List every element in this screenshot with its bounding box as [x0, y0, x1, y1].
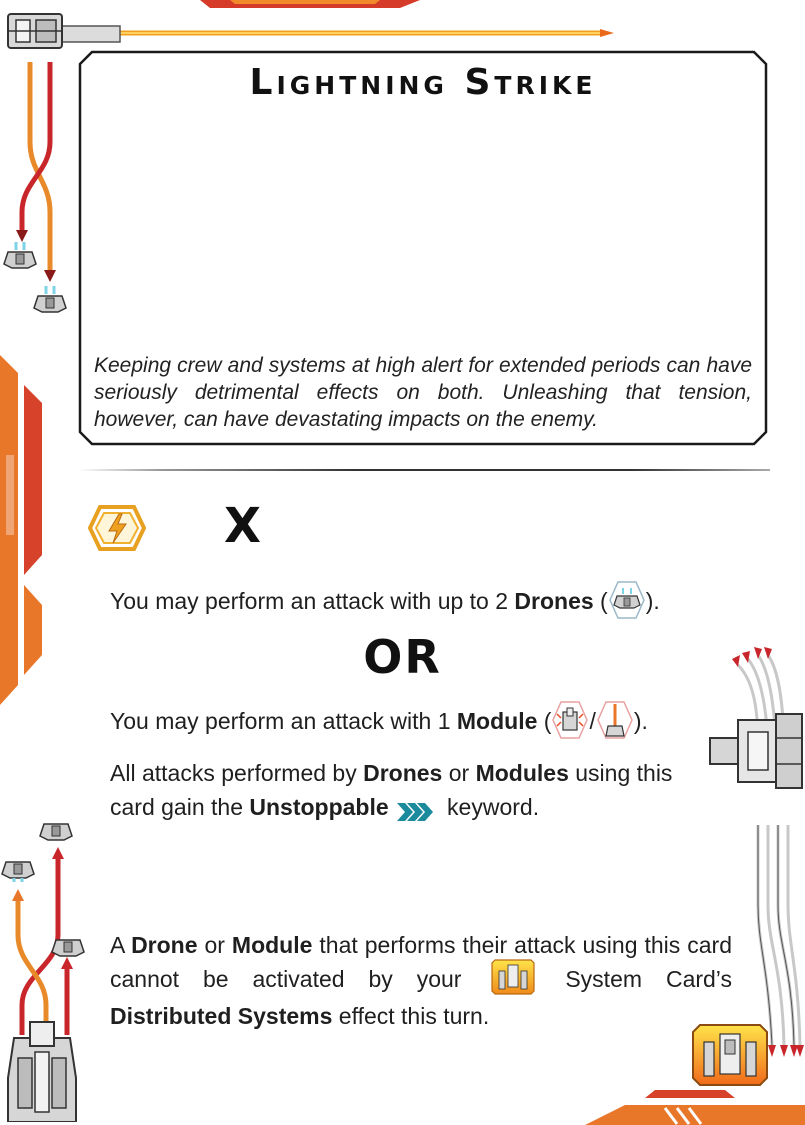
right-arrow-bundle	[728, 645, 805, 1065]
drone-icon	[38, 812, 74, 844]
rule-unstoppable: All attacks performed by Drones or Modul…	[110, 760, 673, 821]
mothership-icon	[4, 1018, 80, 1122]
system-card-badge-icon	[692, 1024, 768, 1086]
drone-icon	[32, 284, 68, 316]
unstoppable-chevron-icon	[395, 798, 435, 821]
left-crossing-arrows-bottom	[6, 845, 76, 1035]
card-title: Lightning Strike	[249, 62, 597, 103]
top-left-ship-icon	[4, 8, 66, 54]
drone-icon	[2, 240, 38, 272]
top-decor-bar	[0, 0, 805, 60]
system-card-icon	[491, 959, 536, 995]
rule-module: You may perform an attack with 1 Module …	[110, 700, 732, 743]
cost-value: X	[224, 498, 262, 554]
section-divider	[78, 469, 770, 471]
or-divider-text: OR	[363, 630, 442, 684]
drone-icon	[0, 850, 36, 882]
lightning-hex-icon	[87, 505, 147, 551]
flavor-panel: Lightning Strike Keeping crew and system…	[78, 50, 768, 446]
drone-icon	[50, 928, 86, 960]
left-crossing-arrows-top	[10, 62, 70, 282]
drone-hex-icon	[608, 580, 646, 620]
bottom-right-stripes	[585, 1080, 805, 1125]
laser-module-hex-icon	[596, 700, 634, 740]
rule-distributed-systems: A Drone or Module that performs their at…	[110, 932, 732, 1029]
module-ship-icon	[708, 712, 805, 790]
rule-drones: You may perform an attack with up to 2 D…	[110, 580, 732, 623]
flavor-text: Keeping crew and systems at high alert f…	[94, 354, 752, 431]
left-edge-stripes	[0, 355, 48, 705]
module-hex-icon	[551, 700, 589, 740]
